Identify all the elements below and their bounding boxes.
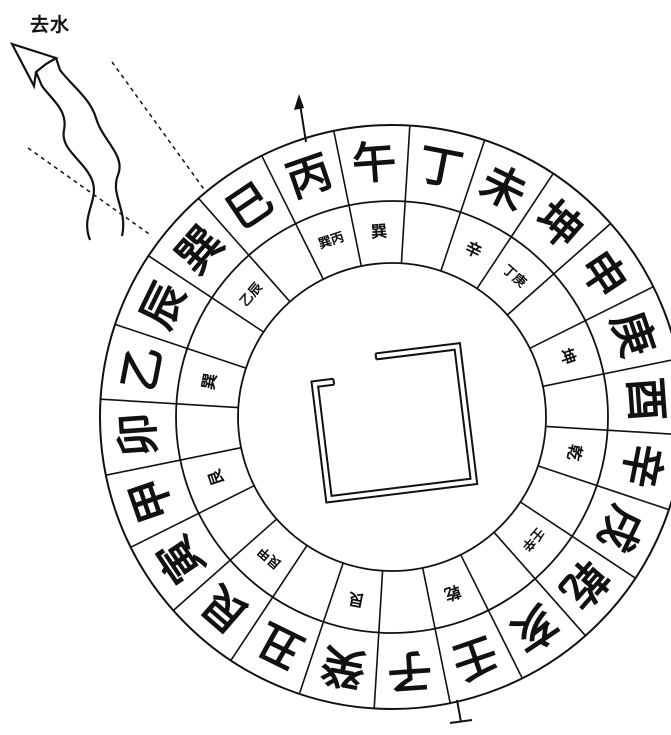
water-arrow-head-icon [9, 42, 59, 90]
outer-ring-label: 庚 [601, 305, 664, 363]
house-plan [310, 341, 479, 504]
sector-divider [459, 554, 524, 679]
middle-ring-border [175, 200, 609, 634]
sector-divider [440, 139, 486, 272]
sector-divider [333, 130, 363, 267]
sector-divider [130, 484, 255, 549]
outer-ring-label: 辛 [612, 439, 670, 492]
sector-divider [519, 501, 636, 579]
sector-divider [260, 155, 325, 280]
inner-ring-label: 坤 [556, 346, 579, 367]
house-inner-wall [317, 348, 472, 497]
door-jamb-right [374, 353, 378, 360]
inner-ring-label: 艮 [346, 589, 366, 611]
static-lines [9, 42, 671, 724]
sector-divider [493, 531, 587, 637]
water-flow-right-line [54, 57, 125, 237]
inner-ring-label: 乾 [564, 443, 586, 462]
sector-divider [172, 518, 278, 612]
outer-ring-label: 丁 [414, 138, 467, 196]
sitting-marker-bar [449, 719, 473, 724]
dashed-line-upper [111, 61, 207, 193]
sector-divider [542, 359, 671, 388]
inner-ring-label: 壬辛 [518, 524, 547, 554]
outer-ring-label: 酉 [618, 376, 671, 423]
outer-ring-label: 戌 [588, 497, 653, 559]
dashed-line-lower [27, 147, 153, 237]
water-outflow-label: 去水 [30, 14, 71, 36]
sector-divider [105, 446, 242, 476]
house-outer-wall [310, 341, 479, 504]
outer-ring-label: 辰 [131, 275, 196, 337]
outer-ring-label: 癸 [317, 637, 370, 695]
outer-ring-label: 卯 [112, 411, 166, 458]
outer-ring-label: 乙 [113, 342, 171, 395]
sector-divider [230, 544, 308, 661]
sector-divider [421, 567, 451, 704]
sitting-marker-line [456, 699, 462, 723]
sector-divider [100, 398, 239, 409]
facing-arrow-icon [294, 94, 304, 110]
door-jamb-left [332, 378, 336, 385]
outer-ring-label: 壬 [446, 626, 504, 689]
outer-ring-label: 午 [351, 137, 398, 191]
facing-arrow-shaft [299, 103, 307, 143]
inner-ring-label: 巽 [199, 372, 221, 391]
outer-ring-label: 子 [386, 643, 433, 697]
water-flow-left-line [34, 71, 95, 241]
outer-ring-labels: 午丁未坤申庚酉辛戌乾亥壬子癸丑艮寅甲卯乙辰巽巳丙 [112, 137, 671, 698]
sector-divider [373, 570, 384, 709]
sector-divider [545, 425, 671, 435]
inner-ring-label: 巽 [370, 221, 387, 241]
inner-ring-label: 乾 [442, 581, 463, 604]
outer-ring-label: 丑 [250, 613, 312, 678]
inner-ring-label: 艮甲 [255, 543, 284, 571]
outer-ring-label: 未 [472, 156, 534, 221]
outer-ring-label: 甲 [121, 471, 184, 529]
sector-divider [537, 465, 670, 511]
sector-divider [197, 197, 291, 303]
outer-ring-label: 丙 [280, 146, 338, 209]
inner-ring-label: 辛 [462, 238, 485, 262]
inner-ring-label: 巽丙 [317, 230, 346, 253]
sector-divider [506, 222, 612, 316]
sector-divider [148, 255, 265, 333]
inner-ring-label: 艮 [204, 466, 227, 488]
sector-divider [400, 125, 411, 264]
sector-divider [529, 285, 654, 350]
outer-ring-label: 艮 [191, 574, 258, 642]
sector-divider [298, 562, 344, 695]
inner-ring-label: 乙辰 [237, 279, 266, 309]
outer-ring-border [99, 124, 671, 710]
sector-dividers [100, 125, 671, 709]
inner-ring-label: 丁庚 [499, 262, 529, 291]
sector-divider [476, 173, 554, 290]
inner-ring-border [237, 262, 547, 572]
sector-divider [114, 323, 247, 369]
